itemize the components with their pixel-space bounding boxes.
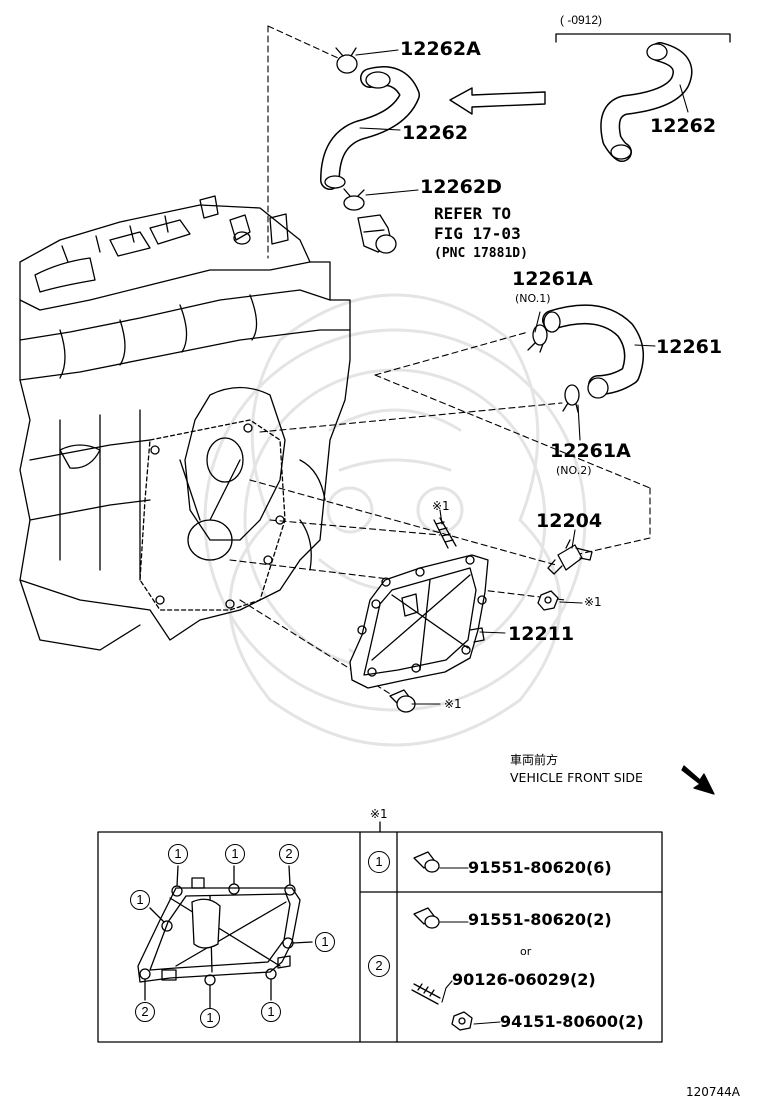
table-stud <box>411 983 441 1005</box>
engine-block <box>19 195 351 651</box>
label-12204: 12204 <box>536 510 603 532</box>
table-header-mark: ※1 <box>370 807 388 821</box>
vehicle-front-jp: 車両前方 <box>510 753 559 767</box>
gasket-marker: 1 <box>168 844 188 864</box>
replacement-arrow <box>449 87 546 115</box>
note-mark-bolt: ※1 <box>444 697 462 711</box>
cover-12211 <box>349 554 489 689</box>
label-12261: 12261 <box>656 336 723 358</box>
label-12261A-no1-sub: (NO.1) <box>515 292 551 305</box>
gasket-marker: 1 <box>130 890 150 910</box>
table-bolt-1 <box>413 851 440 873</box>
gasket-drawing <box>137 865 313 1009</box>
label-12261A-no2: 12261A <box>550 440 631 462</box>
label-12261A-no1: 12261A <box>512 268 593 290</box>
sensor-12204 <box>547 539 593 575</box>
label-12262A: 12262A <box>400 38 481 60</box>
clamp-12262A <box>335 47 358 74</box>
leader-lines <box>229 25 651 701</box>
row2-or: or <box>520 945 532 958</box>
fastener-table-frame <box>97 821 663 1043</box>
stud <box>433 517 457 549</box>
gasket-marker: 1 <box>315 932 335 952</box>
label-12261A-no2-sub: (NO.2) <box>556 464 592 477</box>
hose-12261 <box>542 304 644 399</box>
row2-part-1: 91551-80620(2) <box>468 910 612 929</box>
date-range-label: ( -0912) <box>560 13 603 27</box>
range-bracket <box>555 33 731 43</box>
gasket-marker: 1 <box>225 844 245 864</box>
table-leaders <box>439 867 501 1025</box>
hose-12262 <box>320 66 420 190</box>
gasket-marker: 1 <box>200 1008 220 1028</box>
vehicle-front-en: VEHICLE FRONT SIDE <box>510 770 643 785</box>
pipe-fitting <box>357 214 397 254</box>
row1-key: 1 <box>368 851 390 873</box>
gasket-marker: 2 <box>135 1002 155 1022</box>
clamp-12261A-no1 <box>527 324 548 353</box>
vehicle-front-arrow <box>681 765 715 795</box>
refer-line-2: FIG 17-03 <box>434 224 521 243</box>
table-nut <box>451 1011 473 1031</box>
gasket-marker: 2 <box>279 844 299 864</box>
figure-code: 120744A <box>686 1085 741 1099</box>
row2-part-2: 90126-06029(2) <box>452 970 596 989</box>
refer-line-1: REFER TO <box>434 204 512 223</box>
row1-part-1: 91551-80620(6) <box>468 858 612 877</box>
gasket-marker: 1 <box>261 1002 281 1022</box>
bolt <box>389 689 416 713</box>
table-bolt-2 <box>413 907 440 929</box>
clamp-12261A-no2 <box>562 384 580 413</box>
row2-key: 2 <box>368 955 390 977</box>
row2-part-3: 94151-80600(2) <box>500 1012 644 1031</box>
nut <box>537 590 559 611</box>
note-mark-nut: ※1 <box>584 595 602 609</box>
label-12262: 12262 <box>402 122 469 144</box>
label-leaders <box>355 49 689 705</box>
clamp-12262D <box>343 188 365 211</box>
label-12262D: 12262D <box>420 176 502 198</box>
label-12262-alt: 12262 <box>650 115 717 137</box>
refer-line-3: (PNC 17881D) <box>434 246 528 261</box>
hose-12262-alt <box>600 42 693 162</box>
label-12211: 12211 <box>508 623 575 645</box>
note-mark-stud: ※1 <box>432 499 450 513</box>
